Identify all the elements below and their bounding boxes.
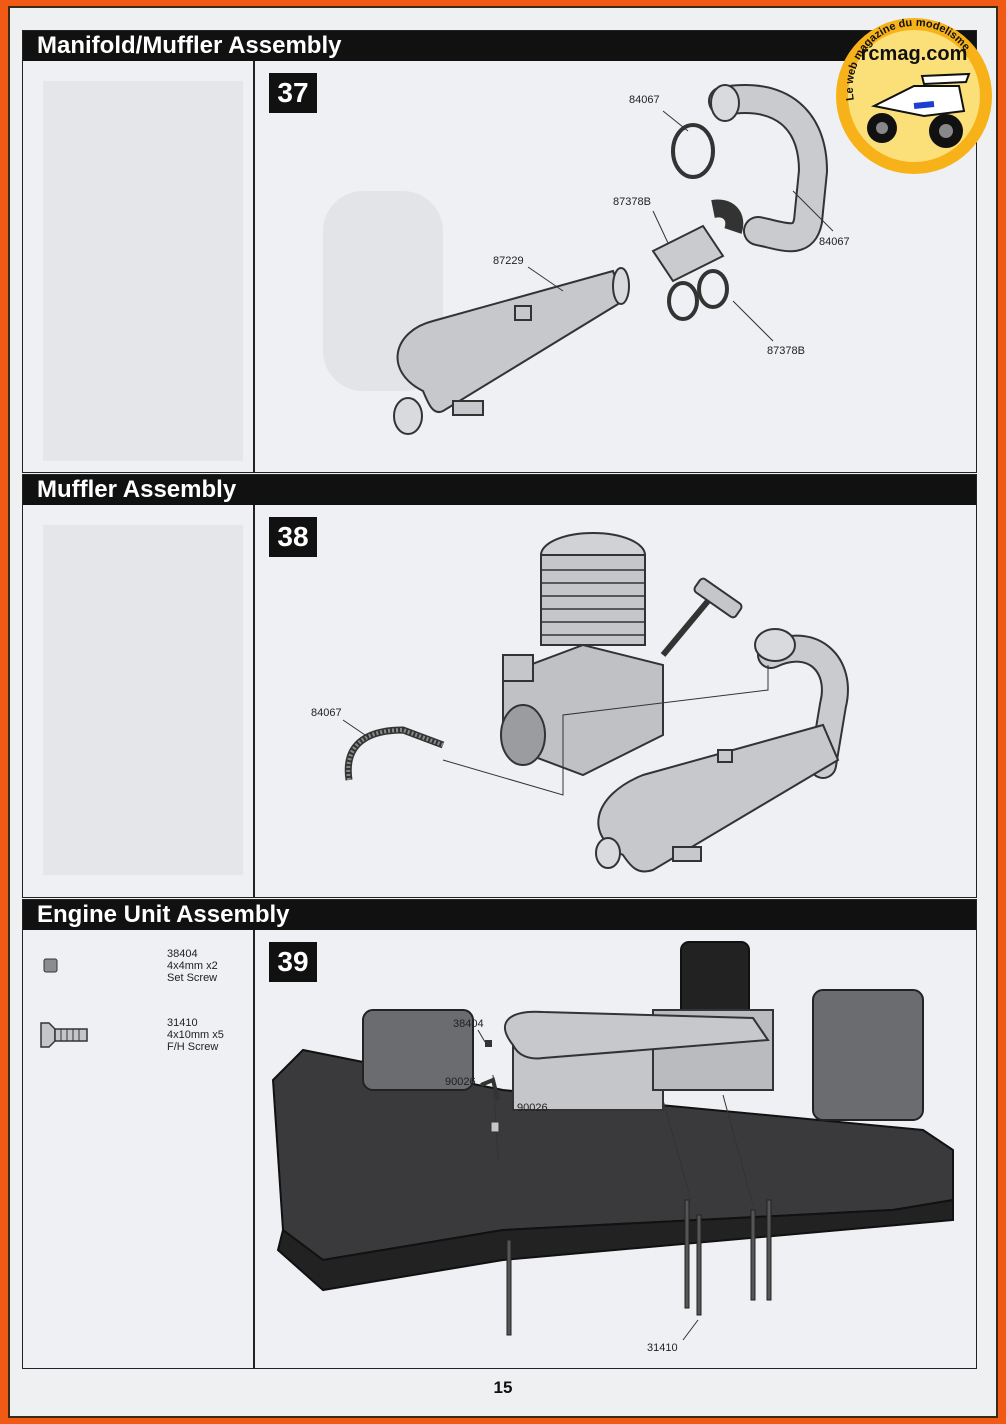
part-name: F/H Screw bbox=[167, 1041, 219, 1053]
part-label: 90026 bbox=[445, 1076, 476, 1088]
part-name: Set Screw bbox=[167, 972, 218, 984]
engine-chassis-diagram bbox=[271, 941, 954, 1341]
part-label: 87229 bbox=[493, 255, 524, 267]
manifold-muffler-diagram bbox=[43, 81, 834, 461]
logo-brand: rcmag.com bbox=[861, 43, 968, 65]
section-divider bbox=[253, 61, 255, 472]
section-title: Manifold/Muffler Assembly bbox=[23, 31, 976, 61]
buggy-icon bbox=[867, 72, 971, 148]
section-muffler: Muffler Assembly 38 84067 bbox=[22, 474, 977, 898]
part-label: 84067 bbox=[819, 236, 850, 248]
part-size: 4x10mm x5 bbox=[167, 1029, 224, 1041]
part-label: 84067 bbox=[629, 94, 660, 106]
part-label: 87378B bbox=[767, 345, 805, 357]
part-size: 4x4mm x2 bbox=[167, 960, 218, 972]
part-code: 38404 bbox=[167, 948, 198, 960]
part-label: 38404 bbox=[453, 1018, 484, 1030]
step-number: 39 bbox=[269, 942, 317, 982]
section-divider bbox=[253, 930, 255, 1368]
fh-screw-icon bbox=[40, 1022, 88, 1048]
parts-list-item: 38404 4x4mm x2 Set Screw bbox=[167, 948, 218, 984]
engine-muffler-diagram bbox=[43, 525, 849, 875]
part-label: 31410 bbox=[647, 1342, 678, 1354]
section-manifold-muffler: Manifold/Muffler Assembly 37 84067 87378… bbox=[22, 30, 977, 473]
set-screw-icon bbox=[43, 958, 58, 973]
section-title: Muffler Assembly bbox=[23, 475, 976, 505]
part-label: 84067 bbox=[311, 707, 342, 719]
part-label: 87378B bbox=[613, 196, 651, 208]
section-title: Engine Unit Assembly bbox=[23, 900, 976, 930]
page-number: 15 bbox=[493, 1378, 513, 1397]
step-number: 38 bbox=[269, 517, 317, 557]
section-divider bbox=[253, 505, 255, 897]
part-label: 90026 bbox=[517, 1102, 548, 1114]
rcmag-logo-badge: Le web magazine du modelisme rcmag.com bbox=[836, 17, 992, 174]
part-code: 31410 bbox=[167, 1017, 198, 1029]
step-number: 37 bbox=[269, 73, 317, 113]
section-engine-unit: Engine Unit Assembly 39 38404 4x4mm x2 S… bbox=[22, 899, 977, 1369]
parts-list-item: 31410 4x10mm x5 F/H Screw bbox=[167, 1017, 224, 1053]
rcmag-logo: Le web magazine du modelisme rcmag.com bbox=[834, 16, 994, 176]
